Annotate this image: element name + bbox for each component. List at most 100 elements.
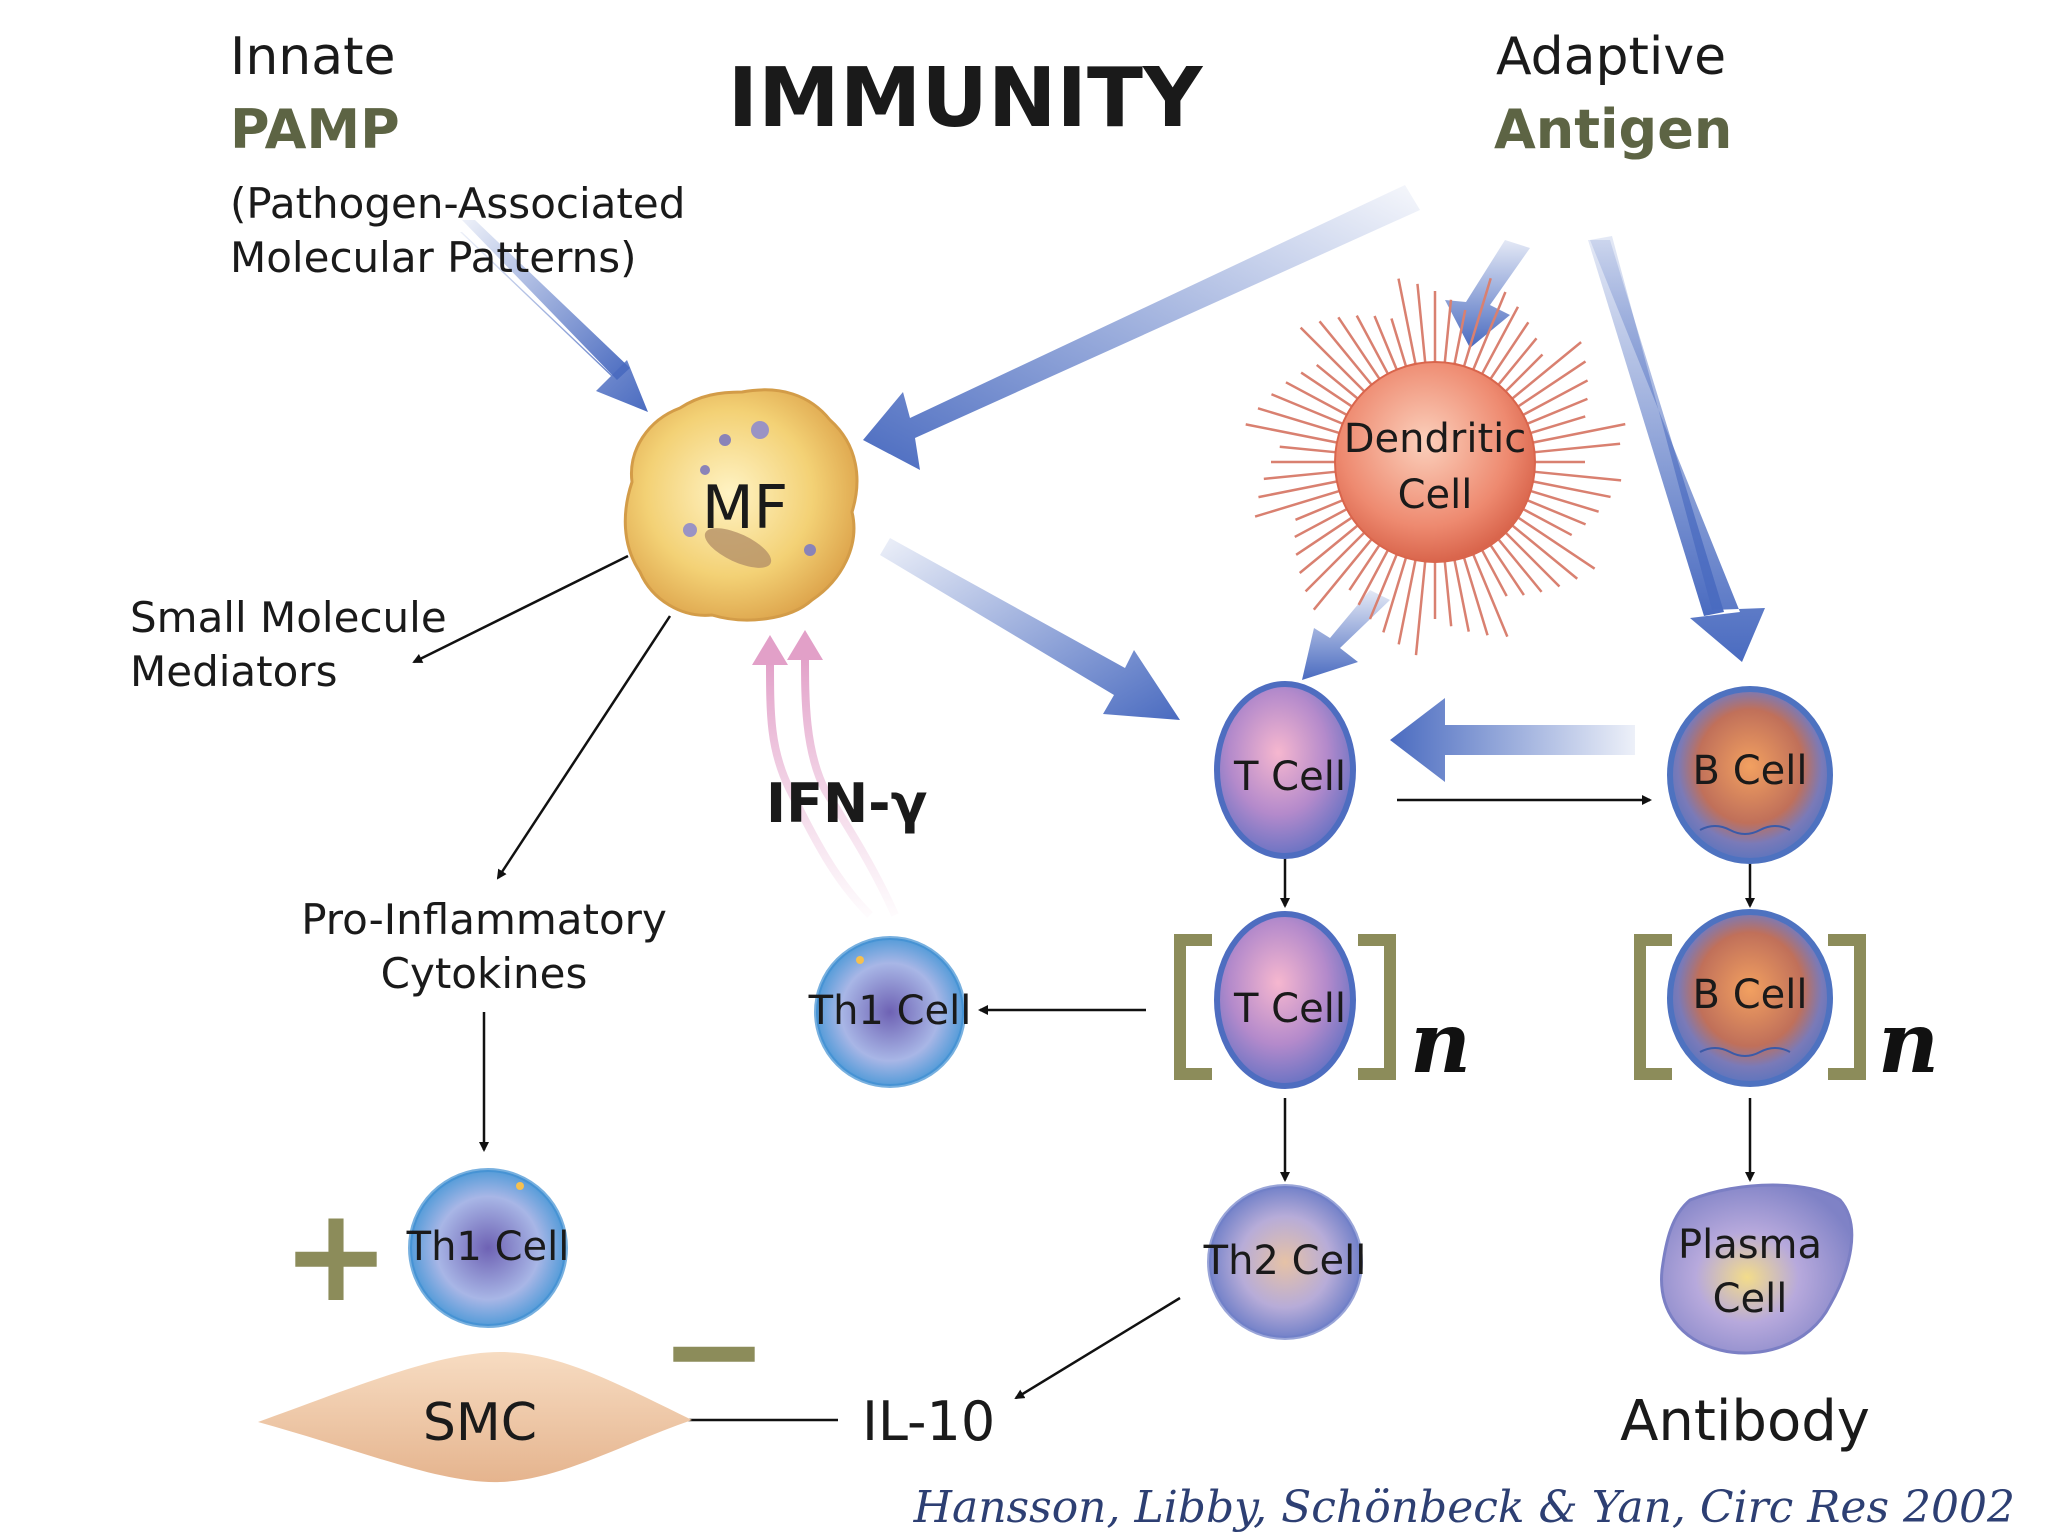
dendrite-spike: [1478, 306, 1520, 379]
b-cell-clone-brackets: [1634, 934, 1866, 1080]
dendrite-spike: [1257, 407, 1345, 436]
dendrite-spike: [1368, 549, 1400, 620]
dendrite-spike: [1312, 534, 1376, 611]
il10-label: IL-10: [862, 1390, 995, 1453]
dendrite-spike: [1294, 505, 1352, 539]
macrophage-cell: [623, 388, 859, 622]
dendrite-spike: [1452, 309, 1467, 370]
antigen-to-bcell-arrow: [1588, 236, 1765, 662]
proinflam-line2: Cytokines: [381, 949, 588, 998]
dendrite-spike: [1348, 540, 1384, 591]
dendrite-spike: [1263, 470, 1341, 481]
b-cell: [1667, 686, 1833, 864]
thin-arrows: [412, 554, 1755, 1425]
dendrite-spike: [1529, 442, 1621, 454]
dendrite-spike: [1525, 415, 1586, 436]
dendrite-spike: [1470, 291, 1507, 375]
b-cell-clone: [1667, 909, 1833, 1087]
dendrite-spike: [1522, 397, 1588, 427]
plasma-cell: [1660, 1183, 1854, 1355]
dendrite-spike: [1518, 379, 1589, 419]
dendrite-spike: [1416, 283, 1427, 368]
dendrite-spike: [1507, 521, 1579, 580]
dendrite-spike: [1507, 341, 1582, 403]
innate-heading: Innate: [230, 27, 396, 87]
dendrite-spike: [1298, 521, 1363, 574]
t-cell-clone-label: T Cell: [1233, 986, 1346, 1032]
dendritic-to-tcell-arrow: [1302, 590, 1390, 680]
dendrite-spike: [1452, 554, 1470, 632]
dendrite-spike: [1486, 540, 1525, 596]
plus-sign: +: [282, 1179, 391, 1331]
dendrite-spike: [1397, 278, 1418, 370]
dendrite-spike: [1478, 545, 1508, 597]
dendrite-spike: [1470, 549, 1509, 638]
innate-pamp: PAMP: [230, 98, 400, 161]
innate-desc-line2: Molecular Patterns): [230, 233, 637, 282]
dendritic-label-line1: Dendritic: [1344, 416, 1527, 462]
dendrite-spike: [1501, 528, 1561, 588]
dendrite-spike: [1522, 497, 1587, 526]
page-title: IMMUNITY: [728, 51, 1204, 146]
t-cell: [1214, 681, 1356, 859]
t-cell-clone: [1214, 911, 1356, 1089]
pamp-to-macrophage-arrow: [460, 220, 648, 412]
smc-cell: [258, 1352, 692, 1483]
dendrite-spike: [1461, 552, 1489, 636]
dendrite-spike: [1513, 360, 1587, 411]
dendrite-spike: [1414, 556, 1427, 656]
macrophage-to-tcell-arrow: [880, 538, 1180, 720]
dendrite-spike: [1513, 513, 1596, 570]
plasma-label-line1: Plasma: [1678, 1222, 1822, 1268]
macrophage-label: MF: [702, 473, 788, 543]
dendrite-spike: [1397, 554, 1418, 645]
dendrite-spike: [1525, 488, 1599, 513]
small-molecule-line1: Small Molecule: [130, 593, 447, 642]
dendrite-spike: [1494, 534, 1543, 593]
dendrite-spike: [1461, 277, 1492, 372]
th2-label: Th2 Cell: [1203, 1238, 1367, 1284]
bcell-to-tcell-arrow: [1390, 698, 1635, 782]
dendrite-spike: [1337, 316, 1384, 384]
dendrite-spike: [1518, 505, 1573, 537]
dendritic-cell: [1245, 277, 1626, 656]
dendritic-spikes: [1245, 277, 1626, 656]
adaptive-heading: Adaptive: [1496, 27, 1726, 87]
antigen-to-macrophage-arrow: [863, 185, 1420, 470]
dendritic-label-line2: Cell: [1398, 472, 1473, 518]
ifn-gamma-label: IFN-γ: [766, 772, 927, 835]
dendrite-spike: [1373, 315, 1400, 375]
th1-upper-label: Th1 Cell: [808, 988, 972, 1034]
dendrite-spike: [1295, 497, 1348, 521]
dendrite-spike: [1300, 371, 1357, 411]
plasma-label-line2: Cell: [1713, 1276, 1788, 1322]
dendrite-spike: [1390, 318, 1409, 372]
minus-sign: −: [660, 1274, 769, 1426]
dendrite-spike: [1529, 470, 1622, 482]
dendrite-spike: [1285, 381, 1352, 419]
dendrite-spike: [1527, 422, 1626, 445]
th1-lower-label: Th1 Cell: [406, 1224, 570, 1270]
dendrite-spike: [1494, 337, 1538, 390]
dendrite-spike: [1245, 423, 1343, 445]
dendrite-spike: [1443, 556, 1453, 627]
dendrite-spike: [1357, 545, 1392, 606]
dendrite-spike: [1315, 363, 1363, 403]
dendrite-spike: [1279, 445, 1341, 454]
dendrite-spike: [1258, 479, 1343, 499]
antibody-label: Antibody: [1620, 1389, 1870, 1454]
proinflam-line1: Pro-Inflammatory: [301, 895, 667, 944]
citation: Hansson, Libby, Schönbeck & Yan, Circ Re…: [913, 1482, 2015, 1533]
small-molecule-line2: Mediators: [130, 647, 337, 696]
dendrite-spike: [1486, 321, 1530, 384]
dendrite-spike: [1299, 326, 1369, 396]
th2-cell: [1207, 1184, 1363, 1340]
dendrite-spike: [1501, 353, 1544, 396]
dendrite-spike: [1443, 299, 1453, 368]
innate-desc-line1: (Pathogen-Associated: [230, 179, 685, 228]
dendrite-spike: [1270, 393, 1348, 427]
t-cell-label: T Cell: [1233, 754, 1346, 800]
dendrite-spike: [1295, 513, 1357, 556]
b-cell-label: B Cell: [1693, 748, 1808, 794]
